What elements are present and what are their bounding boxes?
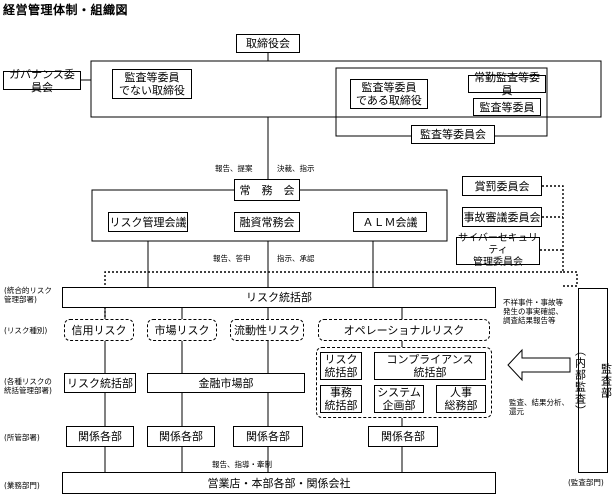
row-label-integrated: (統合的リスク 管理部署) (4, 286, 52, 304)
diagram-title: 経営管理体制・組織図 (3, 3, 129, 17)
non-audit-directors-box: 監査等委員 でない取締役 (112, 69, 192, 99)
operational-risk-box: オペレーショナルリスク (318, 319, 490, 341)
row-label-business: (業務部門) (4, 481, 40, 490)
label-report-reply: 報告、答申 (213, 254, 251, 263)
label-audit-actions: 監査、結果分析、 還元 (509, 398, 569, 416)
executive-committee-box: 常 務 会 (234, 179, 300, 201)
cyber-committee-box: サイバーセキュリティ 管理委員会 (456, 233, 540, 268)
row-label-risk-type: (リスク種別) (4, 326, 48, 335)
loan-committee-box: 融資常務会 (234, 212, 300, 232)
credit-risk-control-box: リスク統括部 (64, 373, 136, 393)
row-label-audit: (監査部門) (568, 478, 604, 487)
credit-risk-box: 信用リスク (64, 319, 134, 341)
audit-department-box: 監査部 （内部監査） (574, 288, 612, 473)
liquidity-risk-box: 流動性リスク (230, 319, 304, 341)
accident-committee-box: 事故審議委員会 (462, 207, 542, 227)
audit-committee-box: 監査等委員会 (411, 125, 495, 144)
compliance-division-box: コンプライアンス 統括部 (374, 352, 486, 380)
risk-control-sub-box: リスク 統括部 (320, 352, 362, 380)
branches-box: 営業店・本部各部・関係会社 (62, 472, 496, 494)
label-report-guide: 報告、指導・牽制 (212, 460, 272, 469)
related-depts-2: 関係各部 (147, 426, 215, 447)
related-depts-1: 関係各部 (66, 426, 134, 447)
fulltime-audit-member-box: 常勤監査等委員 (468, 71, 546, 97)
admin-division-box: 事務 統括部 (320, 385, 362, 413)
label-incident-report: 不祥事件・事故等 発生の事実確認、 調査結果報告等 (503, 298, 563, 325)
hr-general-affairs-box: 人事 総務部 (436, 385, 486, 413)
alm-council-box: ＡＬＭ会議 (353, 212, 427, 232)
related-depts-4: 関係各部 (368, 426, 438, 447)
board-box: 取締役会 (236, 34, 300, 53)
system-planning-box: システム 企画部 (374, 385, 424, 413)
risk-council-box: リスク管理会議 (108, 212, 188, 232)
reward-committee-box: 賞罰委員会 (462, 176, 542, 196)
label-report-proposal: 報告、提案 (215, 164, 253, 173)
label-instruction-approval: 指示、承認 (277, 254, 315, 263)
governance-committee-box: ガバナンス委員会 (3, 68, 81, 94)
market-risk-box: 市場リスク (147, 319, 217, 341)
related-depts-3: 関係各部 (233, 426, 303, 447)
row-label-dept: (所管部署) (4, 433, 40, 442)
label-resolution-instruction: 決裁、指示 (277, 164, 315, 173)
financial-markets-box: 金融市場部 (147, 373, 305, 393)
audit-member-box: 監査等委員 (473, 98, 541, 116)
row-label-each-risk: (各種リスクの 統括管理部署) (4, 377, 52, 395)
risk-control-division-box: リスク統括部 (62, 287, 496, 308)
audit-directors-box: 監査等委員 である取締役 (350, 79, 428, 109)
